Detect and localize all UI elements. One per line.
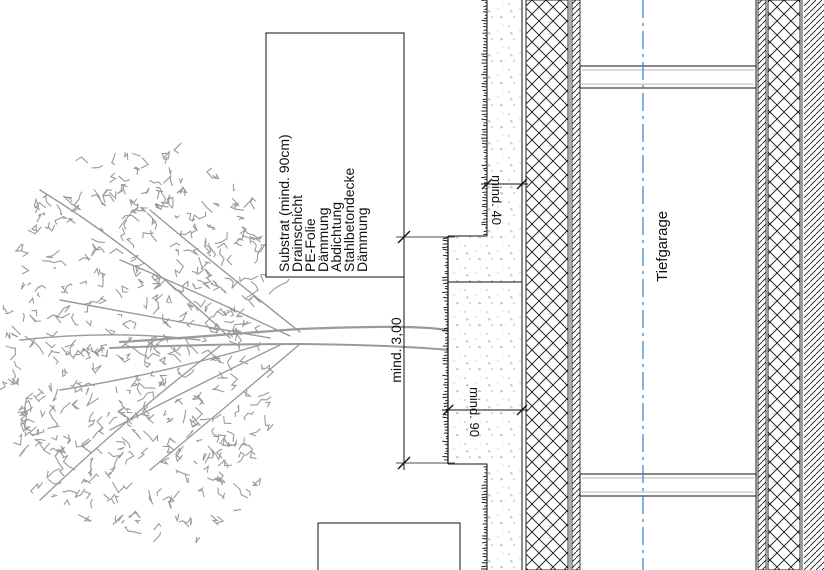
legend-line-insulation-2: Dämmung: [354, 207, 370, 272]
tiefgarage-label: Tiefgarage: [654, 211, 671, 282]
legend-line-drainage: Drainschicht: [289, 195, 305, 272]
layer-buildup: [521, 0, 581, 570]
depth-dimension-right: [442, 404, 528, 416]
tree-illustration: [0, 142, 450, 544]
width-dimension: [396, 230, 455, 470]
right-wall-layers: [755, 0, 824, 570]
legend-line-pe-foil: PE-Folie: [302, 218, 318, 272]
grass-edge: [441, 0, 488, 570]
svg-text:Substrat (mind. 90cm) Dr: Substrat (mind. 90cm) Drainschicht PE-Fo…: [276, 130, 370, 272]
depth-dimension-left: [481, 178, 528, 190]
layer-legend-box: Substrat (mind. 90cm) Drainschicht PE-Fo…: [265, 32, 405, 278]
legend-line-substrate: Substrat (mind. 90cm): [276, 134, 292, 272]
lower-box: [317, 522, 461, 570]
garage-beam-bottom: [579, 473, 757, 497]
substrate-layer: [447, 0, 522, 570]
depth-dimension-left-label: mind. 40: [489, 175, 504, 225]
garage-beam-top: [579, 65, 757, 89]
legend-line-concrete-slab: Stahlbetondecke: [341, 167, 357, 272]
width-dimension-label: mind. 3,00: [388, 317, 404, 383]
depth-dimension-right-label: mind. 90: [467, 387, 482, 437]
legend-line-waterproofing: Abdichtung: [328, 202, 344, 272]
legend-line-insulation: Dämmung: [315, 207, 331, 272]
